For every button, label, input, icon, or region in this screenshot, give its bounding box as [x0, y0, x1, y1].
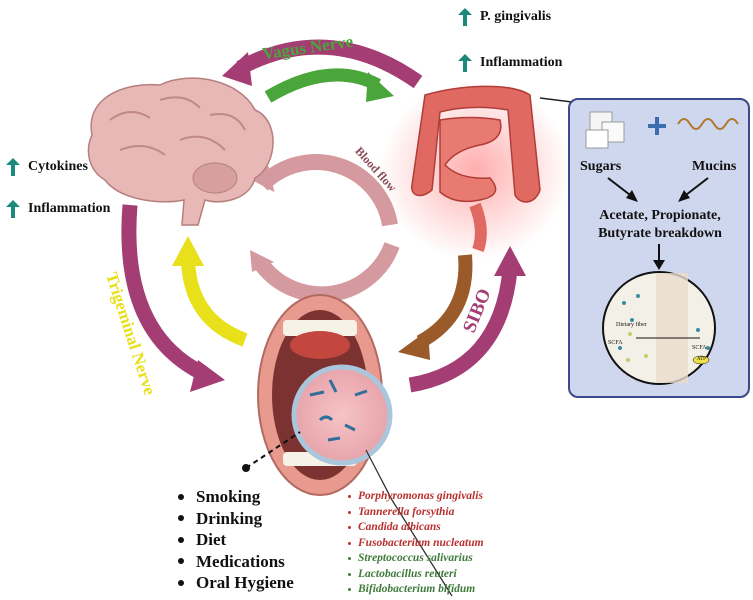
list-item: Lactobacillus reuteri [348, 567, 484, 583]
risk-factors-list: Smoking Drinking Diet Medications Oral H… [178, 486, 294, 594]
outer-left-arrow [121, 204, 225, 392]
list-item: Bifidobacterium bifidum [348, 582, 484, 598]
breakdown-line1: Acetate, Propionate, [599, 208, 721, 223]
sugar-cubes-icon [585, 111, 625, 149]
microbe-label: Fusobacterium nucleatum [358, 536, 484, 549]
brain-effect-label: Inflammation [28, 201, 111, 216]
microbes-list: Porphyromonas gingivalis Tannerella fors… [348, 489, 484, 598]
risk-factor-label: Smoking [196, 487, 261, 506]
gut-effect-label: Inflammation [480, 55, 563, 70]
microbe-label: Lactobacillus reuteri [358, 567, 457, 580]
brain-illustration [87, 77, 274, 226]
inset-scfa-left: SCFA [608, 340, 623, 346]
microbe-label: Porphyromonas gingivalis [358, 490, 483, 502]
panel-graphics [585, 111, 739, 385]
list-item: Fusobacterium nucleatum [348, 536, 484, 552]
sibo-arrows [398, 246, 526, 393]
list-item: Porphyromonas gingivalis [348, 489, 484, 505]
gut-illustration [380, 80, 570, 260]
brain-effect-label: Cytokines [28, 159, 88, 174]
microbe-label: Streptococcus salivarius [358, 552, 473, 564]
list-item: Streptococcus salivarius [348, 551, 484, 567]
risk-factor-label: Drinking [196, 508, 263, 528]
list-item: Drinking [178, 508, 294, 530]
microbe-label: Bifidobacterium bifidum [358, 583, 476, 595]
microbe-label: Tannerella forsythia [358, 505, 455, 518]
panel-connector-line [539, 97, 573, 103]
list-item: Tannerella forsythia [348, 505, 484, 521]
magnifying-lens [291, 364, 453, 597]
gut-effect-pgingivalis: P. gingivalis [458, 8, 551, 26]
mucin-icon [677, 118, 739, 130]
up-arrow-icon [6, 158, 20, 176]
mucins-label: Mucins [692, 159, 737, 174]
risk-factor-pointer [242, 431, 301, 472]
list-item: Diet [178, 529, 294, 551]
gut-effect-label: P. gingivalis [480, 9, 552, 24]
inset-atp: ATP [697, 357, 706, 362]
vagus-nerve-arrows [222, 39, 423, 103]
gut-effect-inflammation: Inflammation [458, 54, 562, 72]
scfa-panel: Sugars Mucins Acetate, Propionate, Butyr… [568, 98, 750, 398]
breakdown-line2: Butyrate breakdown [598, 226, 722, 241]
plus-icon [648, 117, 666, 135]
risk-factor-label: Diet [196, 530, 227, 549]
list-item: Medications [178, 551, 294, 573]
risk-factor-label: Medications [196, 551, 285, 571]
brain-effect-inflammation: Inflammation [6, 200, 110, 218]
brain-effect-cytokines: Cytokines [6, 158, 88, 176]
up-arrow-icon [6, 200, 20, 218]
up-arrow-icon [458, 54, 472, 72]
list-item: Oral Hygiene [178, 572, 294, 594]
inset-dietary-fiber: Dietary fiber [616, 322, 647, 328]
trigeminal-arrow [172, 236, 248, 347]
inset-scfa-right: SCFA [692, 345, 707, 351]
microbe-label: Candida albicans [358, 521, 441, 533]
up-arrow-icon [458, 8, 472, 26]
risk-factor-label: Oral Hygiene [196, 573, 294, 592]
blood-flow-cycle [247, 154, 400, 303]
list-item: Smoking [178, 486, 294, 508]
sugars-label: Sugars [580, 159, 622, 174]
list-item: Candida albicans [348, 520, 484, 536]
